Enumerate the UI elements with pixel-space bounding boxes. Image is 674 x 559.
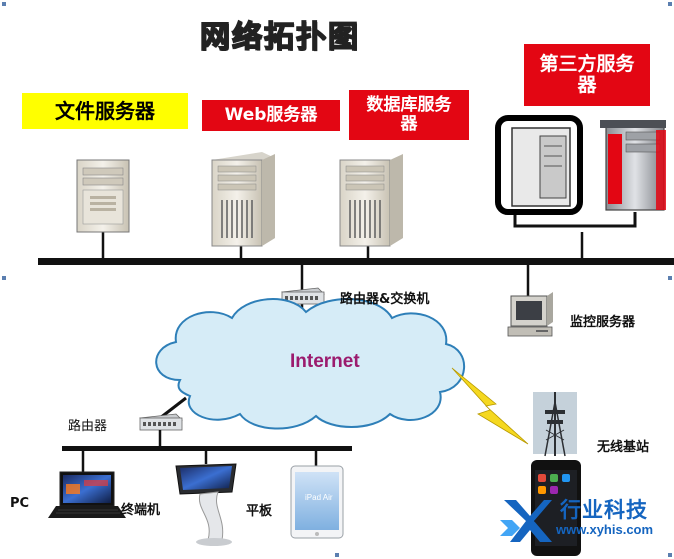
server-drop-lines <box>101 232 584 328</box>
third-party-connector <box>513 212 637 228</box>
laptop-icon <box>48 471 126 518</box>
monitor-server-icon <box>507 292 553 337</box>
tablet-icon: iPad Air <box>290 465 344 539</box>
svg-text:iPad Air: iPad Air <box>305 493 333 502</box>
switch-icon <box>281 287 325 305</box>
internet-label: Internet <box>290 351 360 372</box>
file-server-icon <box>76 159 130 233</box>
wireless-link-lightning <box>451 367 529 445</box>
cloud-router-link <box>159 396 187 420</box>
pc-label: PC <box>10 496 30 511</box>
web-server-label: Web服务器 <box>202 100 340 131</box>
database-server-label: 数据库服务器 <box>349 90 469 140</box>
router-switch-label: 路由器&交换机 <box>340 292 430 307</box>
lower-bus-bar <box>62 446 352 451</box>
brand-name: 行业科技 <box>560 498 648 522</box>
base-station-label: 无线基站 <box>597 440 650 455</box>
diagram-title: 网络拓扑图 <box>199 19 360 56</box>
third-party-server-icon <box>495 115 666 215</box>
router-label: 路由器 <box>68 419 108 434</box>
router-icon <box>139 413 183 431</box>
third-party-server-label: 第三方服务器 <box>524 44 650 106</box>
file-server-label: 文件服务器 <box>22 93 188 129</box>
lower-drop-lines <box>81 451 318 472</box>
internet-cloud <box>155 298 465 430</box>
tablet-label: 平板 <box>246 504 273 519</box>
brand-url: www.xyhis.com <box>556 522 654 537</box>
base-station-tower-icon <box>533 392 577 457</box>
brand-logo-icon <box>500 500 552 542</box>
monitor-server-label: 监控服务器 <box>570 315 636 330</box>
database-server-icon <box>339 154 403 247</box>
backbone-bus <box>38 258 674 265</box>
terminal-label: 终端机 <box>121 503 161 518</box>
kiosk-terminal-icon <box>175 463 237 546</box>
web-server-icon <box>211 152 275 247</box>
